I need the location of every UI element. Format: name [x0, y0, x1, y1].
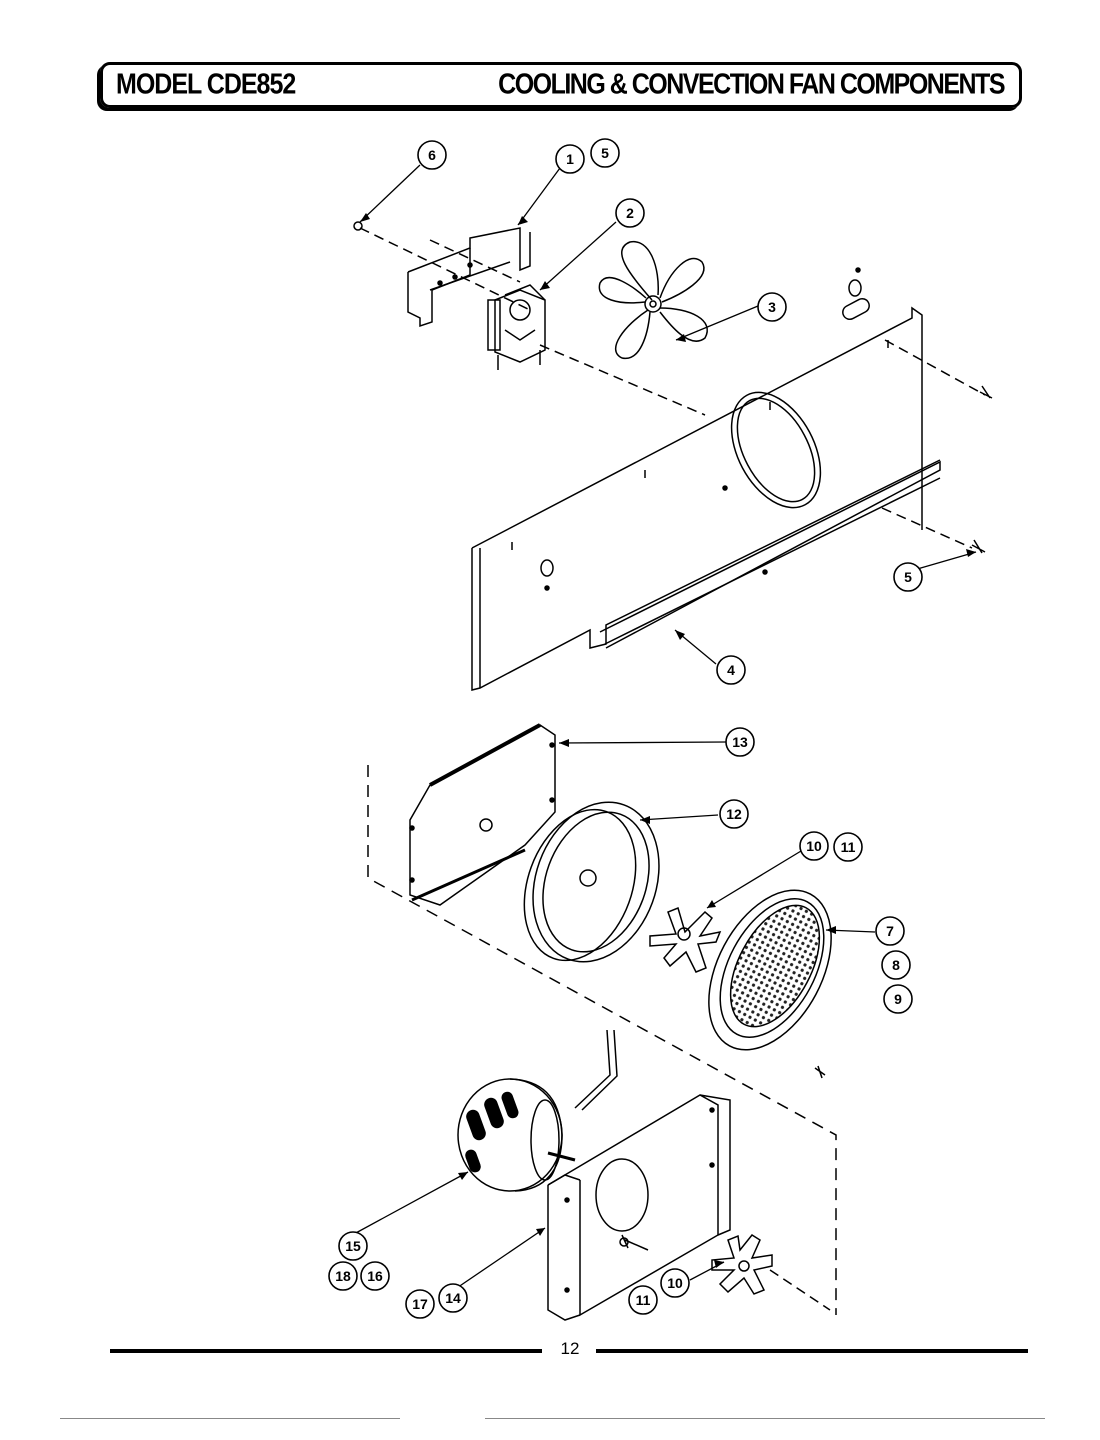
convection-back-plate	[409, 723, 556, 906]
scan-artifact-left	[60, 1418, 400, 1419]
callout-2: 2	[626, 205, 634, 221]
cooling-fan-motor	[487, 284, 546, 370]
footer-rule-right	[596, 1349, 1028, 1353]
callout-14: 14	[445, 1290, 461, 1306]
callout-circles	[328, 138, 923, 1319]
leader-arrowheads	[360, 213, 976, 1268]
callout-11-bottom: 11	[636, 1292, 651, 1308]
footer-rule-left	[110, 1349, 542, 1353]
callout-12: 12	[726, 806, 742, 822]
callout-10: 10	[806, 838, 822, 854]
lower-fan-blade	[711, 1234, 773, 1295]
model-title: MODEL CDE852	[116, 68, 296, 101]
scan-artifact-right	[485, 1418, 1045, 1419]
callout-5: 5	[904, 569, 912, 585]
screw-5	[971, 539, 986, 554]
page-number: 12	[560, 1339, 580, 1358]
assembly-lines-top	[359, 227, 986, 549]
convection-grille	[708, 889, 832, 1051]
callout-3: 3	[768, 299, 776, 315]
callout-5-top: 5	[601, 145, 609, 161]
callout-7: 7	[886, 923, 894, 939]
convection-fan-blade	[649, 906, 722, 973]
fan-shroud-panel	[471, 267, 941, 691]
callout-13: 13	[732, 734, 748, 750]
oven-wall-outline	[367, 765, 837, 1315]
cooling-fan-blade	[598, 241, 708, 359]
callout-17: 17	[412, 1296, 428, 1312]
callout-1: 1	[566, 151, 574, 167]
cooling-fan-bracket	[407, 227, 531, 328]
callout-16: 16	[367, 1268, 383, 1284]
screw-top-right	[979, 385, 993, 399]
callout-8: 8	[892, 957, 900, 973]
callout-4: 4	[727, 662, 735, 678]
callout-10-bottom: 10	[667, 1275, 683, 1291]
callout-18: 18	[335, 1268, 351, 1284]
header-frame	[100, 62, 1022, 108]
callout-9: 9	[894, 991, 902, 1007]
convection-fan-housing	[523, 801, 660, 963]
callout-11: 11	[841, 839, 856, 855]
callout-labels: 6 1 5 2 3 4 5 13 12 10 11 7 8 9 15 18 16…	[335, 145, 912, 1312]
grille-screw	[814, 1065, 826, 1079]
callout-6: 6	[428, 147, 436, 163]
convection-fan-motor	[457, 1078, 576, 1192]
callout-15: 15	[345, 1238, 361, 1254]
leader-lines	[353, 164, 977, 1297]
section-title: COOLING & CONVECTION FAN COMPONENTS	[498, 68, 1005, 101]
motor-wires	[574, 1029, 611, 1109]
bracket-bolt	[619, 1234, 649, 1251]
screw-6	[353, 221, 363, 231]
motor-mount-bracket	[547, 1094, 731, 1321]
